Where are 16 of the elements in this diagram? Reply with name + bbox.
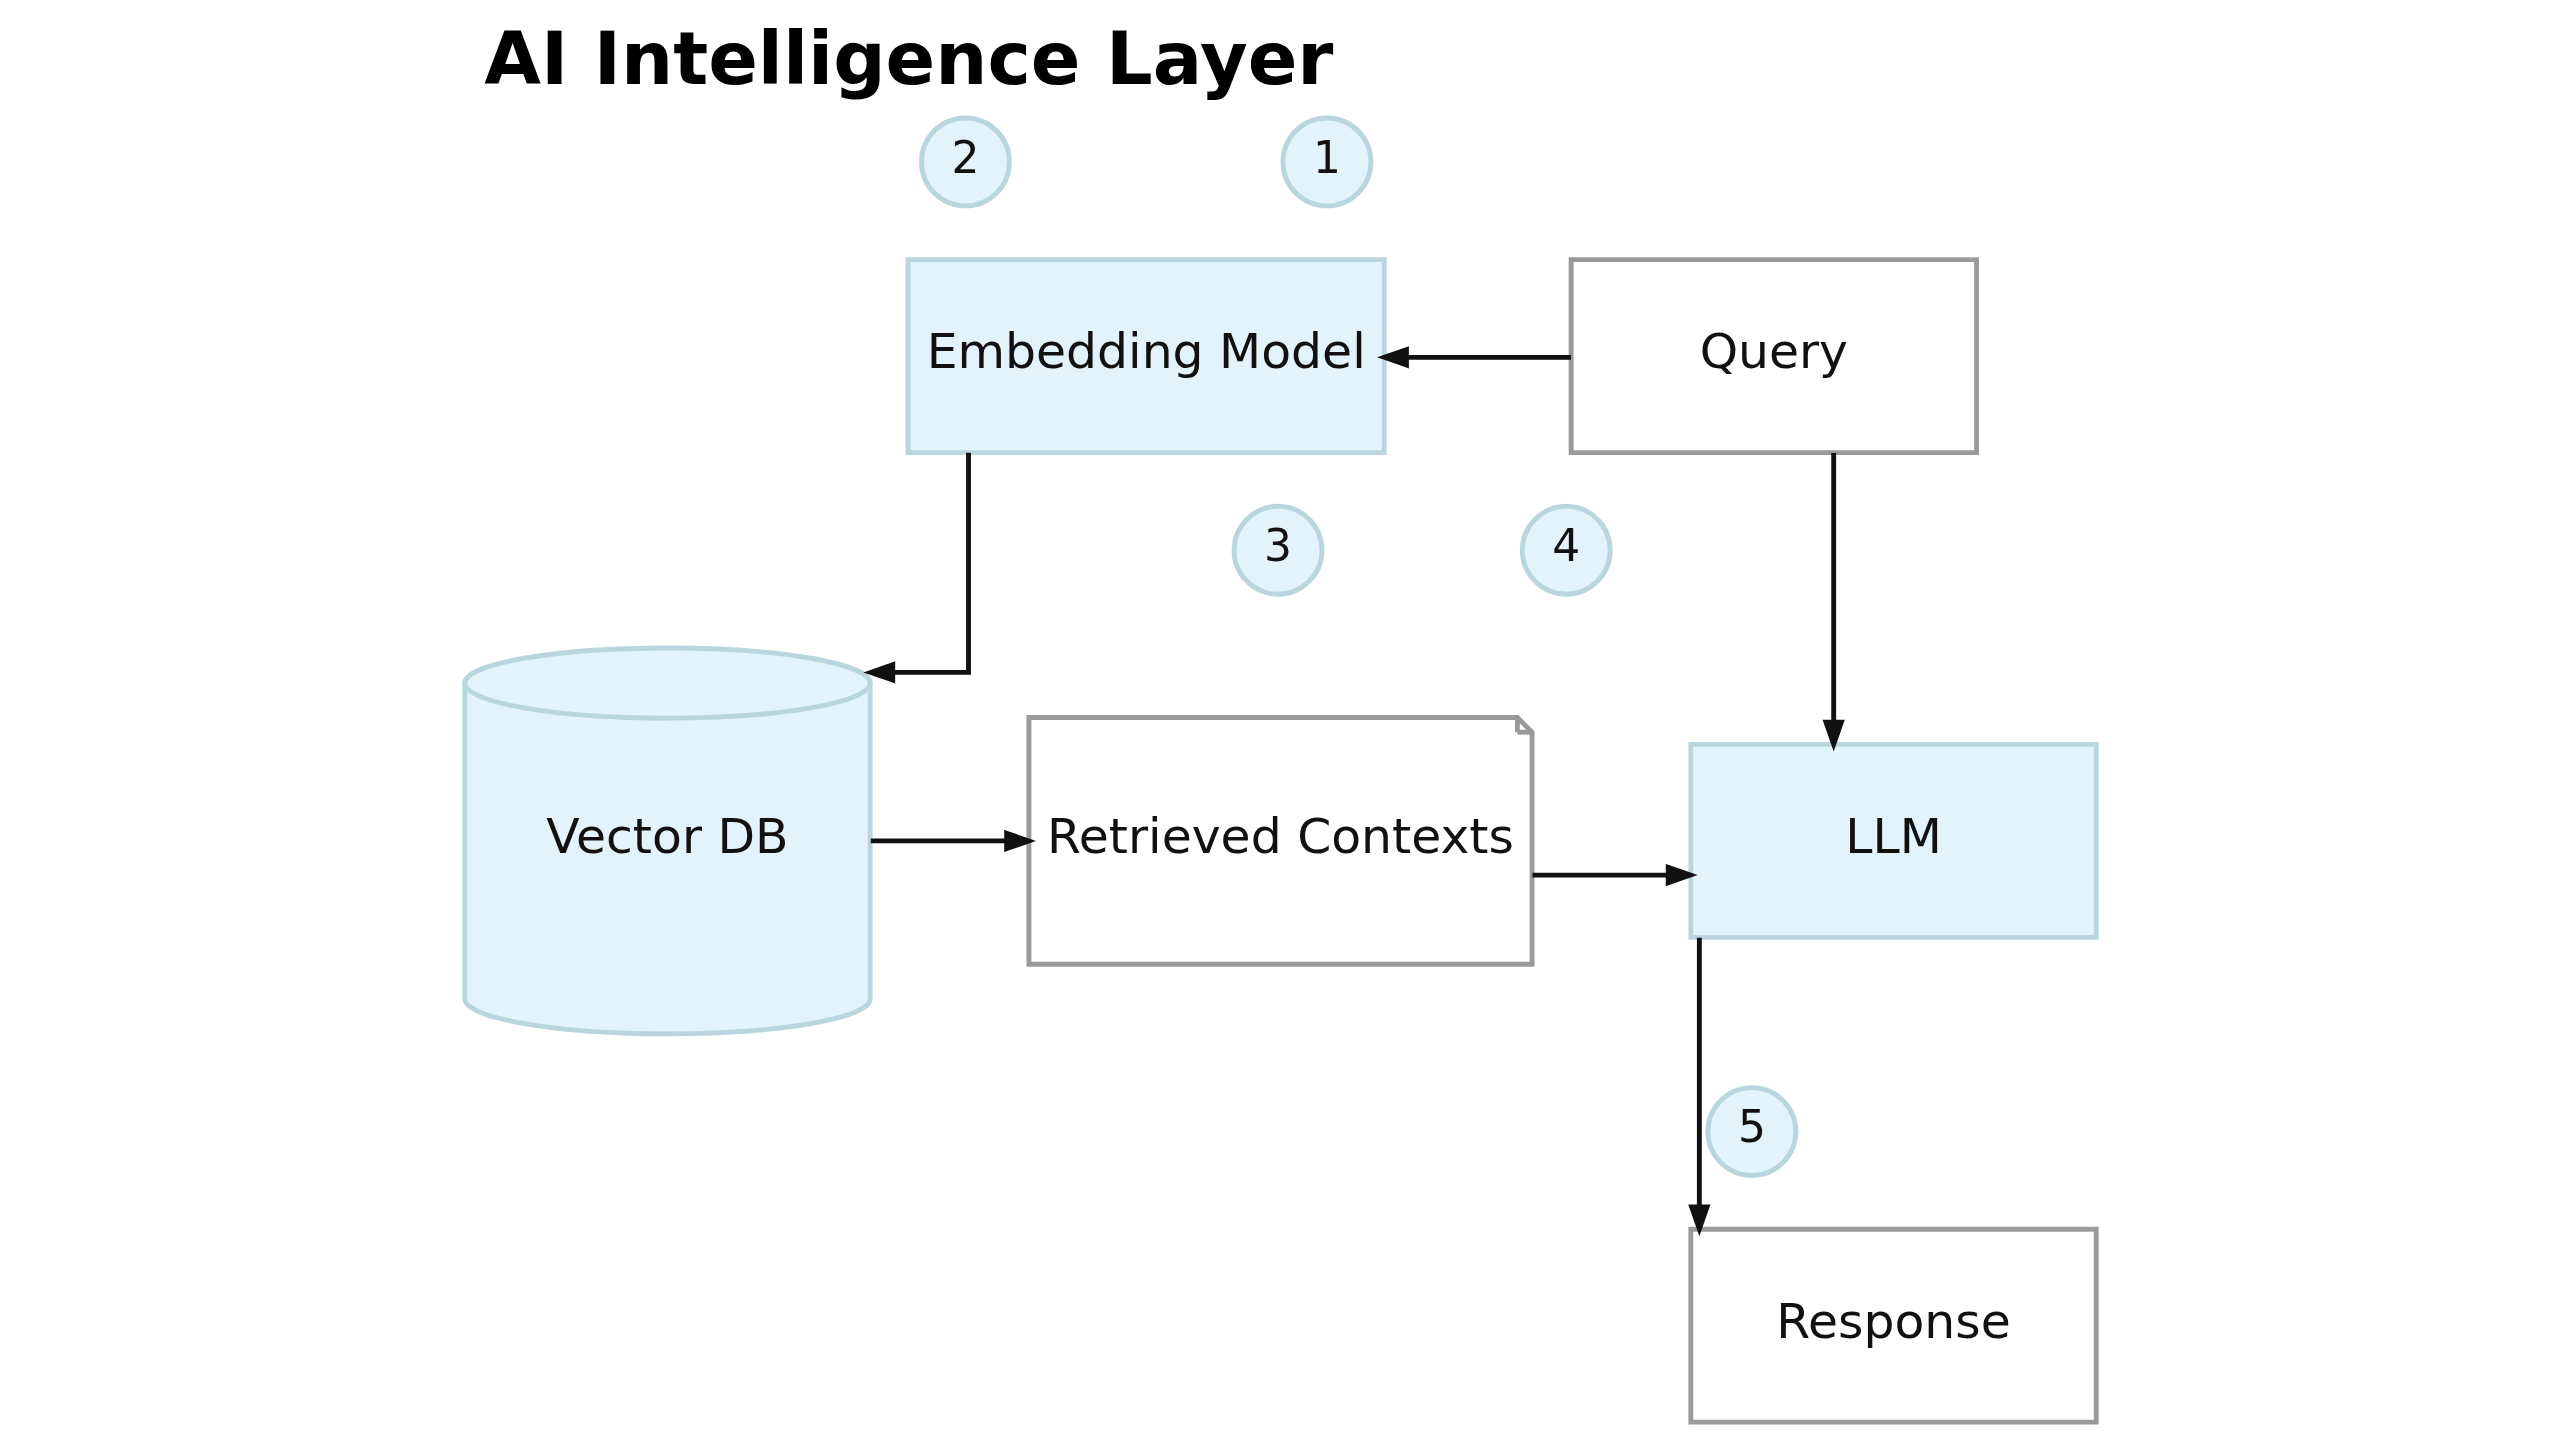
node-box: Query <box>1568 257 1979 455</box>
node-box: LLM <box>1687 741 2099 940</box>
arrow <box>1822 453 1845 752</box>
node-box: Embedding Model <box>905 257 1387 455</box>
node-circle: 3 <box>1231 503 1324 597</box>
node-circle: 2 <box>918 115 1012 209</box>
arrow <box>862 452 971 684</box>
arrow <box>1687 937 1710 1237</box>
node-circle: 5 <box>1704 1085 1798 1178</box>
node-box: Response <box>1687 1226 2099 1425</box>
node-circle: 4 <box>1519 503 1613 597</box>
arrow <box>1376 346 1571 369</box>
node-circle: 1 <box>1280 115 1373 209</box>
arrow <box>1532 863 1698 887</box>
arrow <box>870 829 1036 853</box>
diagram-title: AI Intelligence Layer <box>483 15 1333 101</box>
